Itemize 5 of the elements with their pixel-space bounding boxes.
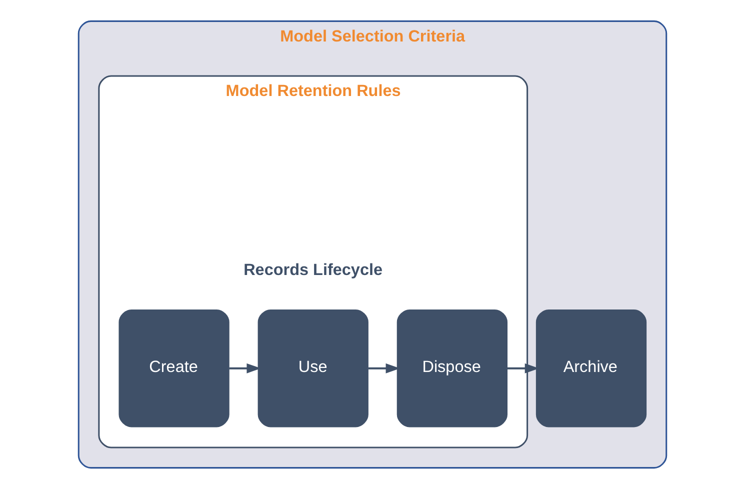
node-box: Archive: [536, 308, 647, 427]
arrow: [229, 362, 261, 373]
node-box: Dispose: [396, 308, 508, 427]
node-box: Use: [258, 308, 368, 427]
node-box: Create: [118, 308, 230, 427]
